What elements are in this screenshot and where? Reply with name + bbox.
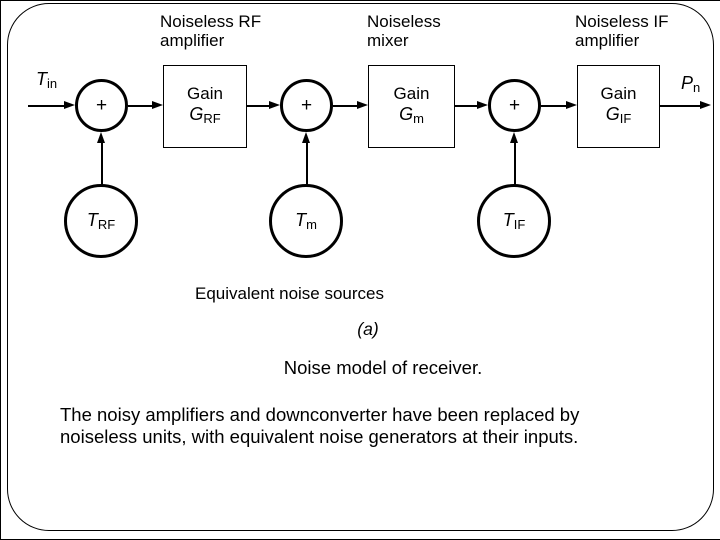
signal-line-output bbox=[660, 105, 701, 107]
noise-subscript: RF bbox=[97, 217, 116, 232]
arrowhead-noise-3 bbox=[510, 132, 518, 143]
gain-value: GIF bbox=[606, 104, 632, 129]
arrowhead-noise-1 bbox=[97, 132, 105, 143]
subfigure-label: (a) bbox=[357, 319, 379, 339]
noise-sources-caption: Equivalent noise sources bbox=[195, 284, 385, 303]
gain-word: Gain bbox=[393, 84, 430, 103]
arrowhead-sum2-to-mixer bbox=[357, 101, 368, 109]
arrowhead-sum1-to-rf bbox=[152, 101, 163, 109]
noise-source-trf: TRF bbox=[64, 184, 138, 258]
slide-border-frame bbox=[7, 3, 714, 531]
input-subscript: in bbox=[47, 76, 58, 91]
gain-symbol: G bbox=[189, 104, 204, 124]
arrowhead-mixer-to-sum3 bbox=[477, 101, 488, 109]
noise-line-1 bbox=[101, 142, 103, 185]
noise-source-tif: TIF bbox=[477, 184, 551, 258]
signal-line-input bbox=[28, 105, 66, 107]
figure-description-line1: The noisy amplifiers and downconverter h… bbox=[60, 404, 580, 425]
stage-label-line: Noiseless IF bbox=[575, 12, 669, 31]
gain-value: GRF bbox=[189, 104, 220, 129]
gain-value: Gm bbox=[399, 104, 424, 129]
noise-symbol: T bbox=[86, 210, 98, 230]
stage-label-line: Noiseless RF bbox=[160, 12, 262, 31]
gain-word: Gain bbox=[600, 84, 637, 103]
gain-subscript: m bbox=[413, 111, 424, 126]
gain-subscript: IF bbox=[619, 111, 632, 126]
summing-junction-2: + bbox=[280, 79, 333, 132]
gain-word: Gain bbox=[187, 84, 223, 103]
gain-subscript: RF bbox=[203, 111, 221, 126]
arrowhead-input bbox=[64, 101, 75, 109]
input-label-tin: Tin bbox=[36, 69, 57, 91]
stage-label-line: Noiseless bbox=[367, 12, 441, 31]
stage-label-line: amplifier bbox=[575, 31, 640, 50]
noise-source-tm: Tm bbox=[269, 184, 343, 258]
figure-description: The noisy amplifiers and downconverter h… bbox=[60, 404, 579, 448]
stage-label-line: mixer bbox=[367, 31, 409, 50]
plus-symbol: + bbox=[508, 94, 521, 116]
gain-symbol: G bbox=[399, 104, 414, 124]
noise-label: TIF bbox=[503, 210, 526, 232]
input-symbol: T bbox=[36, 69, 47, 89]
plus-symbol: + bbox=[95, 94, 108, 116]
noise-subscript: m bbox=[306, 217, 317, 232]
summing-junction-3: + bbox=[488, 79, 541, 132]
output-label-pn: Pn bbox=[681, 73, 700, 95]
output-subscript: n bbox=[693, 80, 701, 95]
signal-line-sum1-to-rf bbox=[128, 105, 154, 107]
noise-symbol: T bbox=[502, 210, 514, 230]
screen-edge-left bbox=[0, 0, 1, 540]
noise-subscript: IF bbox=[513, 217, 526, 232]
plus-symbol: + bbox=[300, 94, 313, 116]
signal-line-sum2-to-mixer bbox=[333, 105, 359, 107]
screen-edge-top bbox=[0, 0, 720, 1]
arrowhead-noise-2 bbox=[302, 132, 310, 143]
noise-label: TRF bbox=[87, 210, 115, 232]
gain-block-mixer: Gain Gm bbox=[368, 65, 455, 148]
figure-description-line2: noiseless units, with equivalent noise g… bbox=[60, 426, 579, 447]
stage-label-mixer: Noiseless mixer bbox=[367, 12, 441, 50]
gain-symbol: G bbox=[605, 104, 620, 124]
signal-line-sum3-to-if bbox=[541, 105, 568, 107]
gain-block-rf: Gain GRF bbox=[163, 65, 247, 148]
stage-label-rf-amplifier: Noiseless RF amplifier bbox=[160, 12, 261, 50]
summing-junction-1: + bbox=[75, 79, 128, 132]
noise-symbol: T bbox=[295, 210, 307, 230]
signal-line-rf-to-sum2 bbox=[247, 105, 271, 107]
signal-line-mixer-to-sum3 bbox=[455, 105, 479, 107]
noise-label: Tm bbox=[295, 210, 317, 232]
figure-title: Noise model of receiver. bbox=[283, 357, 483, 378]
gain-block-if: Gain GIF bbox=[577, 65, 660, 148]
arrowhead-output bbox=[700, 101, 711, 109]
noise-line-3 bbox=[514, 142, 516, 185]
arrowhead-sum3-to-if bbox=[566, 101, 577, 109]
stage-label-line: amplifier bbox=[160, 31, 225, 50]
output-symbol: P bbox=[681, 73, 694, 93]
arrowhead-rf-to-sum2 bbox=[269, 101, 280, 109]
noise-line-2 bbox=[306, 142, 308, 185]
stage-label-if-amplifier: Noiseless IF amplifier bbox=[575, 12, 669, 50]
